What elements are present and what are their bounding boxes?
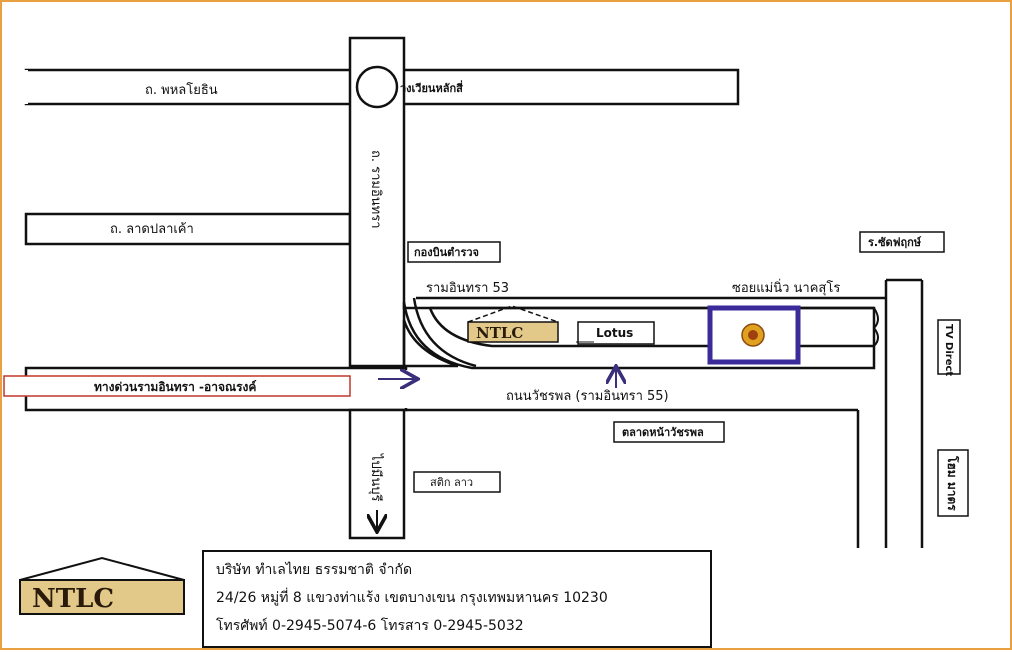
ntlc-logo xyxy=(19,579,185,615)
landmark-school: ร.ซัดฟฤกษ์ xyxy=(868,236,922,249)
ntlc-logo-roof xyxy=(19,556,185,581)
road-lat-phrao xyxy=(24,212,352,246)
landmark-home-box xyxy=(937,449,969,517)
landmark-school-box xyxy=(859,231,945,253)
landmark-tv: TV Direct xyxy=(943,324,954,376)
landmark-market-box xyxy=(613,421,725,443)
landmark-police: กองบินตำรวจ xyxy=(414,246,479,259)
label-soi-mae-niw: ซอยแม่นิ่ว นาคสุโร xyxy=(732,279,840,296)
expressway-label-box xyxy=(3,375,351,397)
label-expressway: ทางด่วนรามอินทรา -อาจณรงค์ xyxy=(94,380,256,394)
landmark-lotus: Lotus xyxy=(596,326,633,340)
landmark-lotus-box xyxy=(577,321,655,345)
label-lat-phrao: ถ. ลาดปลาเค้า xyxy=(110,222,194,237)
company-name: บริษัท ทำเลไทย ธรรมชาติ จำกัด xyxy=(216,562,413,578)
ntlc-map-logo xyxy=(467,321,559,343)
label-phahon-yothin: ถ. พหลโยธิน xyxy=(145,82,218,98)
label-road-south: ไปมีนบุรี xyxy=(368,453,384,501)
label-road-north: ถ. รามอินทรา xyxy=(368,150,383,229)
company-address: 24/26 หมู่ที่ 8 แขวงท่าแร้ง เขตบางเขน กร… xyxy=(216,590,608,606)
label-roundabout: วงเวียนหลักสี่ xyxy=(400,80,463,95)
label-watcharaphon: ถนนวัชรพล (รามอินทรา 55) xyxy=(506,389,669,404)
label-soi-53: รามอินทรา 53 xyxy=(426,281,509,296)
company-phone: โทรศัพท์ 0-2945-5074-6 โทรสาร 0-2945-503… xyxy=(216,618,524,634)
landmark-seven: สติก ลาว xyxy=(430,476,473,489)
landmark-tv-box xyxy=(937,319,961,375)
landmark-seven-box xyxy=(413,471,501,493)
roundabout-circle xyxy=(355,65,399,109)
landmark-home: โฮม มาตร xyxy=(945,455,960,511)
landmark-market: ตลาดหน้าวัชรพล xyxy=(622,426,704,439)
landmark-police-box xyxy=(407,241,501,263)
ntlc-map-logo-text: NTLC xyxy=(476,324,523,342)
company-info-box: บริษัท ทำเลไทย ธรรมชาติ จำกัด 24/26 หมู่… xyxy=(202,550,712,648)
ntlc-logo-text: NTLC xyxy=(32,584,114,614)
